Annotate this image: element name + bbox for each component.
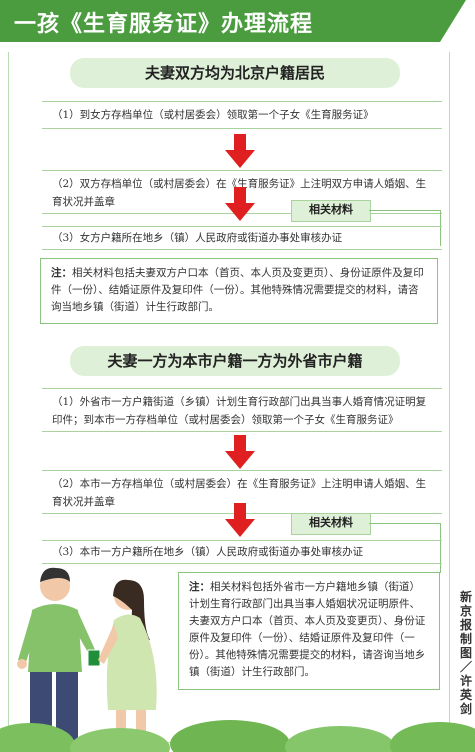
section2-step-3: （3）本市一方户籍所在地乡（镇）人民政府或街道办事处审核办证 [42, 540, 442, 564]
image-credit: 新京报制图／许英剑 [459, 590, 472, 716]
section1-step-2: （2）双方存档单位（或村居委会）在《生育服务证》上注明双方申请人婚姻、生育状况并… [42, 170, 442, 214]
down-arrow-icon [225, 435, 255, 469]
connector-line [369, 210, 440, 211]
couple-illustration [17, 567, 157, 742]
woman-figure [98, 579, 157, 742]
section1-note: 注：相关材料包括夫妻双方户口本（首页、本人页及变更页）、身份证原件及复印件（一份… [40, 258, 438, 324]
section2-materials-tag: 相关材料 [291, 513, 371, 535]
note-label: 注： [51, 267, 72, 279]
bushes-decoration [0, 720, 475, 752]
connector-line [440, 523, 441, 573]
down-arrow-icon [225, 134, 255, 168]
note-label: 注： [189, 581, 210, 593]
note-text: 相关材料包括外省市一方户籍地乡镇（街道）计划生育行政部门出具当事人婚姻状况证明原… [189, 581, 426, 678]
header-bar-tail [440, 0, 466, 42]
connector-line [440, 210, 441, 246]
booklet-icon [87, 649, 101, 667]
down-arrow-icon [225, 503, 255, 537]
note-text: 相关材料包括夫妻双方户口本（首页、本人页及变更页）、身份证原件及复印件（一份）、… [51, 267, 424, 313]
page-title: 一孩《生育服务证》办理流程 [14, 12, 314, 37]
down-arrow-icon [225, 187, 255, 221]
section2-title: 夫妻一方为本市户籍一方为外省市户籍 [70, 346, 400, 376]
section2-note: 注：相关材料包括外省市一方户籍地乡镇（街道）计划生育行政部门出具当事人婚姻状况证… [178, 572, 440, 690]
man-figure [17, 567, 96, 742]
section1-step-3: （3）女方户籍所在地乡（镇）人民政府或街道办事处审核办证 [42, 226, 442, 250]
section1-materials-tag: 相关材料 [291, 200, 371, 222]
section2-step-1: （1）外省市一方户籍街道（乡镇）计划生育行政部门出具当事人婚育情况证明复印件；到… [42, 388, 442, 432]
section1-step-1: （1）到女方存档单位（或村居委会）领取第一个子女《生育服务证》 [42, 101, 442, 129]
connector-line [369, 523, 440, 524]
header-bar: 一孩《生育服务证》办理流程 [0, 0, 440, 42]
section1-title: 夫妻双方均为北京户籍居民 [70, 58, 400, 88]
